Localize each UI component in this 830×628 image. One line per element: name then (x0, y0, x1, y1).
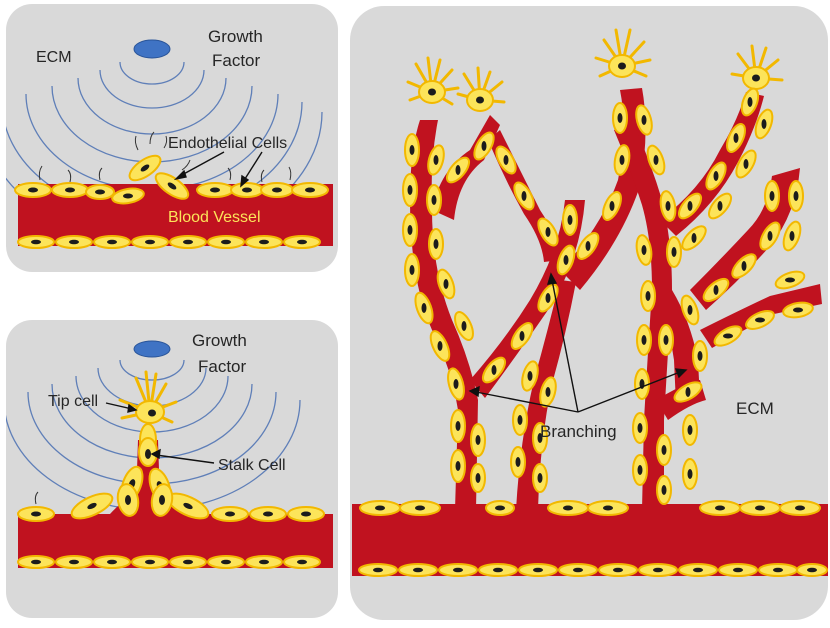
growth-factor-label-line2: Factor (212, 51, 261, 70)
endothelial-cells-label: Endothelial Cells (168, 135, 287, 152)
branching-label: Branching (540, 422, 617, 441)
growth-factor-label-line1: Growth (192, 331, 247, 350)
growth-factor-icon (134, 40, 170, 58)
growth-factor-label-line2: Factor (198, 357, 247, 376)
panel-tip-stalk: Growth Factor Tip cell Stalk Cell (4, 320, 338, 618)
ecm-label: ECM (736, 399, 774, 418)
tip-cell-label: Tip cell (48, 393, 98, 410)
stalk-cell-label: Stalk Cell (218, 457, 286, 474)
panel-branching: Branching ECM (350, 6, 828, 620)
panel-background (6, 320, 338, 618)
ecm-label: ECM (36, 49, 72, 66)
growth-factor-label-line1: Growth (208, 27, 263, 46)
growth-factor-icon (134, 341, 170, 357)
blood-vessel-label: Blood Vessel (168, 209, 261, 226)
panel-sprouting-start: ECM Growth Factor Endothelial Cells Bloo… (0, 4, 338, 272)
